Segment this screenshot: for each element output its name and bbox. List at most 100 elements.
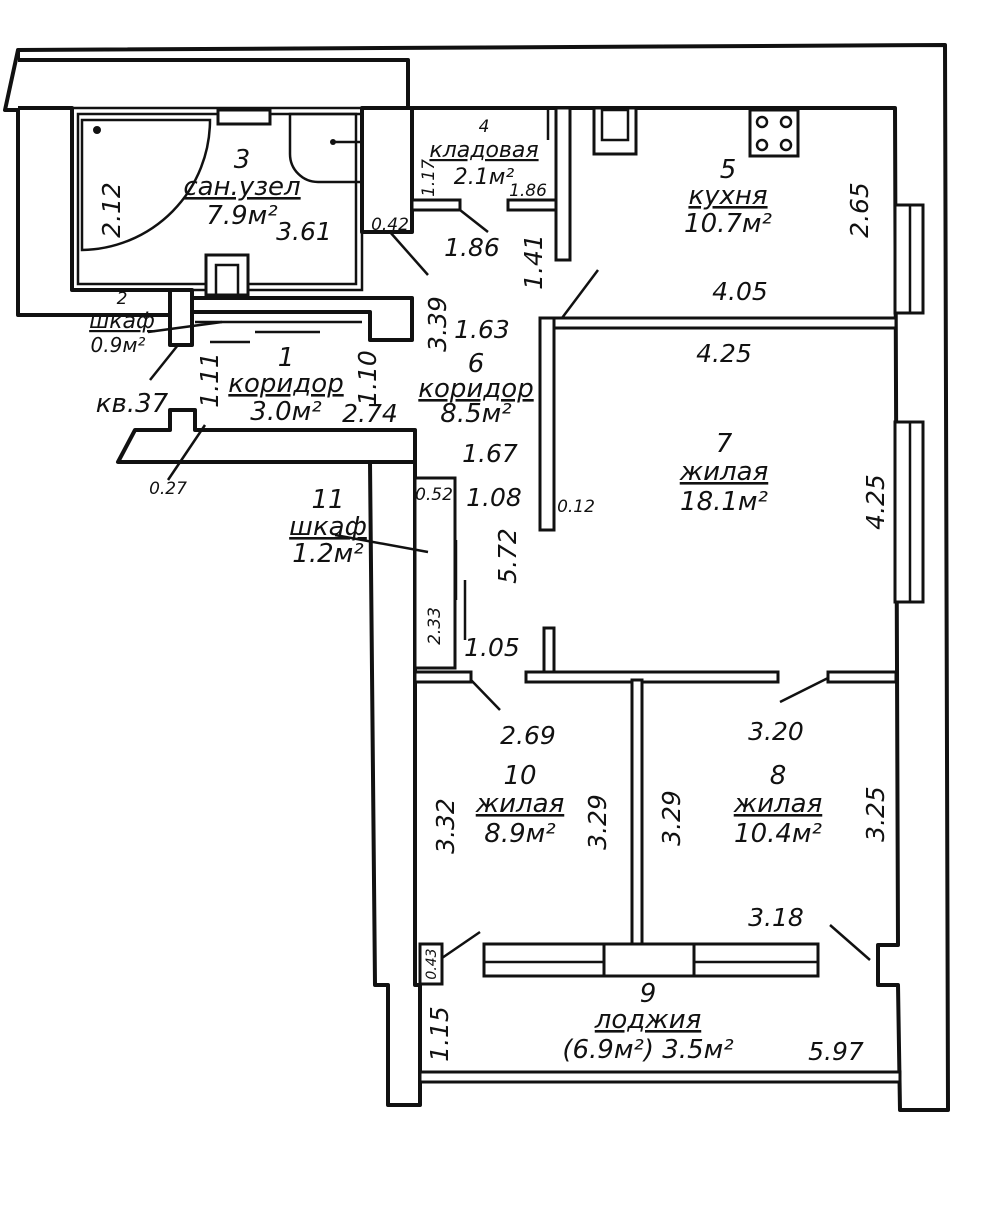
storage-door-arc: [459, 209, 489, 233]
dim-0-27: 0.27: [149, 479, 187, 499]
room-10-area: 8.9м²: [484, 819, 555, 849]
closet-2-wall: [168, 288, 194, 347]
storage-door-stub: [410, 198, 462, 212]
room-1-number: 1: [278, 343, 295, 373]
dim-3-29-b: 3.29: [657, 790, 686, 846]
dim-0-52: 0.52: [415, 485, 453, 505]
dim-2-33: 2.33: [425, 607, 445, 645]
closet-11: [413, 476, 457, 670]
room10-window-mark: [441, 930, 481, 960]
rooms-divider: [630, 678, 644, 950]
dim-1-63: 1.63: [454, 315, 510, 344]
dim-1-17: 1.17: [419, 159, 439, 197]
room8-door-arc: [779, 676, 829, 704]
dim-1-15: 1.15: [425, 1006, 454, 1062]
dim-5-97: 5.97: [808, 1037, 864, 1066]
room-7-name: жилая: [679, 457, 769, 487]
stove-burner-2: [779, 115, 793, 129]
dim-2-74: 2.74: [342, 399, 398, 428]
storage-door-stub-2: [506, 198, 558, 212]
room-5-number: 5: [720, 155, 737, 185]
dim-3-39: 3.39: [423, 296, 452, 352]
room-1-area: 3.0м²: [250, 397, 321, 427]
bathroom-door-arc: [389, 231, 429, 276]
room-6-number: 6: [468, 349, 485, 379]
room10-north-wall-a: [413, 670, 473, 684]
dim-0-12: 0.12: [557, 497, 595, 517]
stove: [748, 108, 800, 158]
room-8-number: 8: [770, 761, 787, 791]
dim-1-67: 1.67: [462, 439, 518, 468]
dim-1-86-a: 1.86: [509, 181, 547, 201]
entrance-wall: [116, 408, 417, 464]
loggia-rail: [418, 1070, 902, 1084]
toilet-inner: [214, 263, 240, 297]
rooms-divider-top: [524, 670, 780, 684]
room-2-number: 2: [117, 289, 128, 309]
dim-3-18: 3.18: [748, 903, 804, 932]
outer-wall-top: [16, 43, 950, 1112]
dim-1-08: 1.08: [466, 483, 522, 512]
storage-wall: [360, 106, 414, 234]
room-8-name: жилая: [733, 789, 823, 819]
stove-burner-1: [755, 115, 769, 129]
loggia-door: [602, 942, 702, 978]
room8-north-wall-b: [826, 670, 898, 684]
room-4-name: кладовая: [429, 138, 538, 163]
dim-1-05: 1.05: [464, 633, 520, 662]
loggia-pier: [418, 942, 444, 986]
dim-2-69: 2.69: [500, 721, 556, 750]
entry-leader: [166, 424, 207, 481]
room-1-name: коридор: [228, 369, 343, 399]
apartment-leader: [149, 344, 179, 381]
dim-3-29-a: 3.29: [583, 794, 612, 850]
room-11-name: шкаф: [289, 512, 367, 542]
room-9-number: 9: [640, 979, 657, 1009]
dim-3-32: 3.32: [431, 798, 460, 854]
loggia-window-right: [692, 942, 820, 978]
room7-west-wall: [538, 316, 556, 532]
bathroom-vent: [216, 108, 272, 126]
kitchen-sink: [592, 106, 638, 156]
room-3-area: 7.9м²: [206, 201, 277, 231]
kitchen-sink-basin: [600, 108, 630, 142]
room-4-area: 2.1м²: [454, 165, 515, 190]
apartment-label: кв.37: [96, 389, 169, 419]
dim-1-41: 1.41: [519, 234, 548, 290]
bathtub: [80, 118, 212, 252]
room8-window-mark: [829, 924, 871, 961]
washbasin: [288, 112, 364, 184]
dim-1-10: 1.10: [353, 350, 382, 406]
room10-door-arc: [470, 679, 501, 711]
dim-2-65: 2.65: [845, 182, 874, 238]
dim-2-12: 2.12: [97, 182, 126, 238]
dim-1-11: 1.11: [195, 352, 224, 408]
bathtub-drain: [93, 126, 101, 134]
closet2-leader: [147, 320, 223, 334]
room-2-name: шкаф: [89, 309, 155, 334]
room-5-name: кухня: [688, 181, 767, 211]
dim-1-86-b: 1.86: [444, 233, 500, 262]
dim-3-61: 3.61: [276, 217, 332, 246]
dim-4-25-b: 4.25: [861, 474, 890, 530]
room-4-number: 4: [479, 117, 490, 137]
dim-4-25-a: 4.25: [696, 339, 752, 368]
room-10-name: жилая: [475, 789, 565, 819]
room-8-area: 10.4м²: [734, 819, 822, 849]
dim-5-72: 5.72: [493, 528, 522, 584]
room-2-area: 0.9м²: [91, 333, 146, 357]
room-11-number: 11: [311, 485, 344, 515]
dim-0-43: 0.43: [424, 948, 440, 979]
stove-burner-3: [755, 138, 769, 152]
dim-3-20: 3.20: [748, 717, 804, 746]
corridor-1-top-wall: [190, 296, 414, 342]
loggia-window-left: [482, 942, 610, 978]
room-9-area: (6.9м²) 3.5м²: [562, 1035, 733, 1065]
room-3-number: 3: [234, 145, 251, 175]
room8-stub: [542, 626, 556, 676]
room-7-area: 18.1м²: [680, 487, 768, 517]
toilet: [204, 253, 250, 297]
room-6-area: 8.5м²: [440, 399, 511, 429]
room-9-name: лоджия: [594, 1005, 701, 1035]
